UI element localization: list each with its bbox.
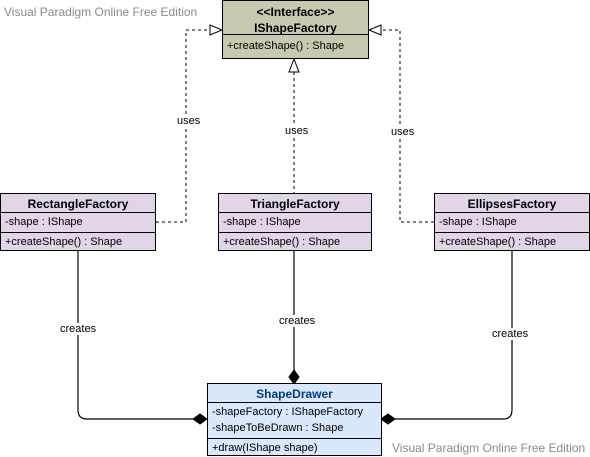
rectanglefactory-class-box[interactable]: RectangleFactory -shape : IShape +create…	[0, 193, 156, 251]
ellipsesfactory-class-box[interactable]: EllipsesFactory -shape : IShape +createS…	[434, 193, 590, 251]
realization-arrow-left	[209, 24, 224, 36]
watermark-bottom: Visual Paradigm Online Free Edition	[392, 441, 586, 455]
uses-label-right: uses	[390, 126, 416, 138]
shapedrawer-method: +draw(IShape shape)	[212, 442, 318, 454]
interface-method: +createShape() : Shape	[227, 40, 345, 52]
composition-diamond-center	[288, 369, 300, 385]
trianglefactory-attribute: -shape : IShape	[223, 216, 301, 228]
rectanglefactory-method: +createShape() : Shape	[5, 236, 123, 248]
ellipsesfactory-name: EllipsesFactory	[467, 197, 557, 211]
interface-name: IShapeFactory	[254, 21, 337, 35]
realization-arrow-center	[288, 57, 300, 73]
composition-diamond-right	[380, 413, 396, 425]
shapedrawer-attribute: -shapeToBeDrawn : Shape	[212, 422, 344, 434]
uses-label-center: uses	[284, 125, 310, 137]
trianglefactory-class-box[interactable]: TriangleFactory -shape : IShape +createS…	[218, 193, 372, 251]
shapedrawer-name: ShapeDrawer	[256, 387, 333, 401]
trianglefactory-method: +createShape() : Shape	[223, 236, 341, 248]
creates-label-right: creates	[491, 328, 530, 340]
rectanglefactory-attribute: -shape : IShape	[5, 216, 83, 228]
rectanglefactory-name: RectangleFactory	[27, 197, 129, 211]
uses-label-left: uses	[176, 115, 202, 127]
creates-edge-left[interactable]	[77, 251, 193, 420]
shapedrawer-class-box[interactable]: ShapeDrawer -shapeFactory : IShapeFactor…	[207, 383, 382, 456]
ellipsesfactory-attribute: -shape : IShape	[439, 216, 517, 228]
realization-arrow-right	[367, 24, 382, 36]
interface-stereotype: <<Interface>>	[256, 5, 335, 19]
watermark-top: Visual Paradigm Online Free Edition	[4, 5, 198, 19]
composition-diamond-left	[192, 413, 208, 425]
ellipsesfactory-method: +createShape() : Shape	[439, 236, 557, 248]
creates-edge-right[interactable]	[395, 251, 513, 420]
trianglefactory-name: TriangleFactory	[250, 197, 340, 211]
uses-edge-right[interactable]	[381, 29, 434, 223]
creates-label-left: creates	[59, 323, 98, 335]
shapedrawer-attribute: -shapeFactory : IShapeFactory	[212, 406, 364, 418]
creates-label-center: creates	[278, 315, 317, 327]
ishapefactory-interface-box[interactable]: <<Interface>> IShapeFactory +createShape…	[222, 0, 369, 59]
